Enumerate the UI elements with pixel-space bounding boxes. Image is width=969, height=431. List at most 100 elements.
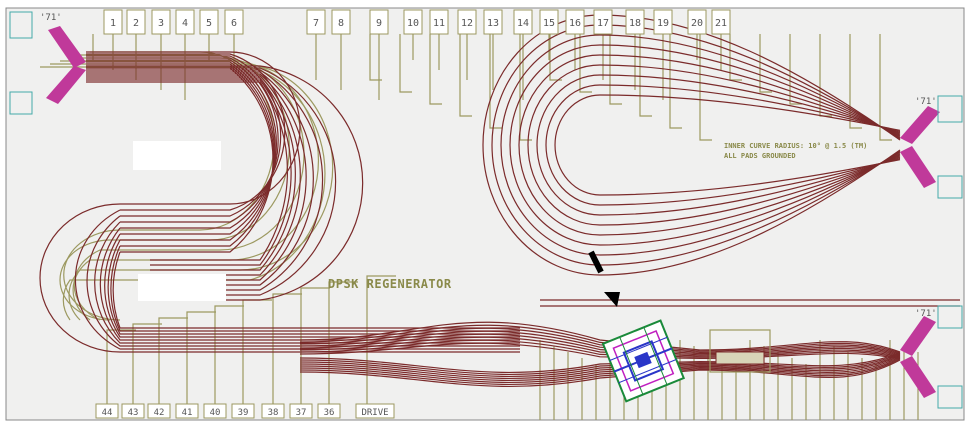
electrode-trace [609,34,622,105]
waveguide [86,51,301,205]
electrode-trace [579,34,592,93]
top-pad-label: 12 [461,18,473,29]
electrode-trace [158,317,188,404]
top-pad-label: 2 [133,18,139,29]
electrode-loop [50,63,334,321]
top-pad: 14 [513,9,533,35]
waveguide [86,77,296,271]
bottom-pad-label: 37 [296,408,307,418]
top-pad-label: 1 [110,18,116,29]
corner-label-bottom-right: '71' [915,309,937,319]
waveguide [299,327,901,355]
electrode-trace [272,293,302,404]
electrode-trace [429,34,442,105]
left-fiber-coupler [9,11,86,115]
bottom-pad-label: 42 [154,408,165,418]
waveguide [518,54,901,236]
top-pad-label: 4 [182,18,188,29]
waveguide [500,34,901,256]
top-pad: 17 [593,9,613,35]
waveguide [299,336,901,358]
waveguide-group [39,14,960,388]
top-pad: 20 [687,9,707,35]
top-pad-label: 5 [206,18,212,29]
top-pad-label: 11 [433,18,445,29]
waveguide [74,209,520,350]
electrode-trace [639,34,652,117]
waveguide [104,233,520,338]
electrode-trace [214,305,244,404]
top-pad: 5 [199,9,219,35]
electrode-trace [186,311,216,404]
top-pad: 12 [457,9,477,35]
top-pad: 16 [565,9,585,35]
waveguide [299,358,901,386]
waveguide [299,321,901,353]
waveguide [86,53,286,211]
electrode-trace [459,34,472,117]
waveguide [299,333,901,357]
top-pad: 18 [625,9,645,35]
waveguide [299,352,901,374]
waveguide [86,215,520,347]
top-pad-label: 14 [517,18,529,29]
bottom-pad: 39 [231,403,255,419]
electrode-trace [669,34,682,129]
waveguide [86,71,314,286]
bottom-pad: 42 [147,403,171,419]
bottom-pad: 36 [317,403,341,419]
delay-line-block [709,329,771,373]
bottom-pad: 38 [261,403,285,419]
top-pad: 1 [103,9,123,35]
top-pad-label: 19 [657,18,669,29]
electrode-trace [106,329,136,404]
waveguide [299,357,901,384]
top-pad-label: 21 [715,18,727,29]
top-pad: 7 [306,9,326,35]
bottom-pad-label: 41 [182,408,193,418]
top-pad-label: 6 [231,18,237,29]
bottom-pad-label: 38 [268,408,279,418]
waveguide [86,57,279,223]
waveguide [86,75,301,276]
top-pad-label: 9 [376,18,382,29]
annotation-line-2: ALL PADS GROUNDED [724,152,796,160]
waveguide [299,356,901,382]
electrode-trace [759,34,772,93]
waveguide [86,63,275,241]
waveguide [299,359,901,388]
corner-label-top-right: '71' [915,97,937,107]
bottom-pad-label: 39 [238,408,249,418]
waveguide [86,79,292,266]
bottom-pad-label: 43 [128,408,139,418]
top-pad: 13 [483,9,503,35]
waveguide [491,24,901,266]
top-pad: 3 [151,9,171,35]
waveguide [110,245,520,332]
electrode-trace [369,34,382,81]
chip-title: DPSK REGENERATOR [328,277,452,291]
bottom-pad: 41 [175,403,199,419]
bottom-pad-label: DRIVE [361,408,388,418]
top-pad-label: 15 [543,18,555,29]
blank-label-box-upper [133,141,221,170]
top-pad-label: 17 [597,18,609,29]
waveguide [299,339,901,359]
waveguide [39,203,520,353]
blank-label-box-lower [138,274,226,301]
top-pad-label: 7 [313,18,319,29]
waveguide [94,221,520,344]
waveguide [86,55,282,217]
waveguide [299,354,901,378]
top-pad-label: 13 [487,18,499,29]
waveguide [545,84,901,206]
corner-label-top-left: '71' [40,13,62,23]
waveguide [86,73,307,281]
waveguide [107,239,520,335]
top-pad: 4 [175,9,195,35]
waveguide [86,67,274,253]
electrode-loop [70,57,305,321]
waveguide [536,74,901,216]
top-pad: 19 [653,9,673,35]
